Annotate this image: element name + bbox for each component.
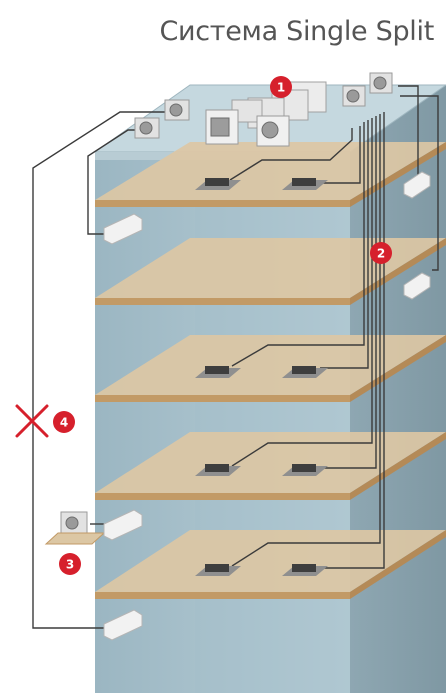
svg-text:3: 3 <box>66 558 74 572</box>
cross-icon <box>17 406 47 436</box>
badge-4: 4 <box>53 411 75 433</box>
outdoor-unit <box>370 73 392 93</box>
svg-text:1: 1 <box>277 81 285 95</box>
svg-text:2: 2 <box>377 247 385 261</box>
svg-text:4: 4 <box>60 416 68 430</box>
outdoor-unit <box>257 116 289 146</box>
outdoor-unit <box>165 100 189 120</box>
outdoor-unit <box>135 118 159 138</box>
badge-1: 1 <box>270 76 292 98</box>
outdoor-unit <box>343 86 365 106</box>
badge-2: 2 <box>370 242 392 264</box>
outdoor-unit <box>206 110 238 144</box>
badge-3: 3 <box>59 553 81 575</box>
balcony-outdoor-unit <box>61 512 87 534</box>
